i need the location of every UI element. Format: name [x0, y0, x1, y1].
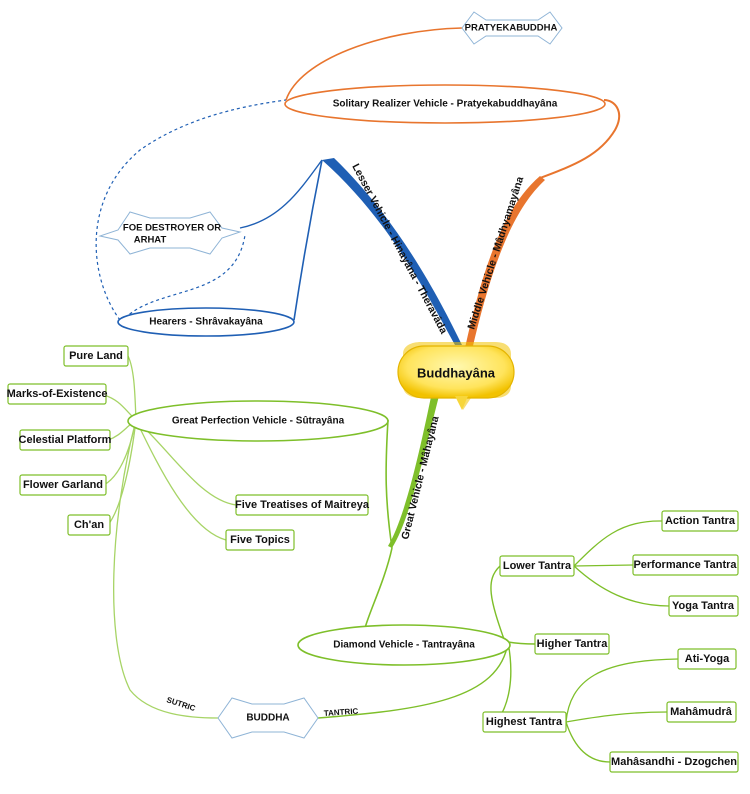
diamond-vehicle-node[interactable]: Diamond Vehicle - Tantrayâna — [297, 624, 511, 666]
ati-yoga-node[interactable]: Ati-Yoga — [677, 648, 737, 670]
great-vehicle-label: Great Vehicle - Mâhayâna — [399, 415, 441, 541]
performance-tantra-label: Performance Tantra — [633, 559, 737, 571]
pratyekabuddha-label: PRATYEKABUDDHA — [465, 23, 558, 34]
line-yoga — [573, 565, 670, 607]
chan-label: Ch'an — [74, 519, 104, 531]
line-mahasandhi — [565, 721, 611, 763]
highest-tantra-node[interactable]: Highest Tantra — [482, 711, 567, 733]
great-perfection-node[interactable]: Great Perfection Vehicle - Sûtrayâna — [127, 400, 389, 442]
pure-land-node[interactable]: Pure Land — [63, 345, 129, 367]
lesser-vehicle-branch — [322, 158, 462, 345]
five-treatises-node[interactable]: Five Treatises of Maitreya — [235, 494, 370, 516]
action-tantra-label: Action Tantra — [665, 515, 736, 527]
hearers-node[interactable]: Hearers - Shrâvakayâna — [117, 307, 295, 337]
marks-of-existence-label: Marks-of-Existence — [7, 388, 108, 400]
action-tantra-node[interactable]: Action Tantra — [661, 510, 739, 532]
great-vehicle-branch — [388, 392, 440, 548]
foe-destroyer-label-1: FOE DESTROYER OR — [123, 223, 221, 234]
line-five-topics — [135, 419, 227, 541]
buddha-node[interactable]: BUDDHA — [217, 697, 319, 739]
foe-destroyer-label-2: ARHAT — [134, 235, 167, 246]
flower-garland-node[interactable]: Flower Garland — [19, 474, 107, 496]
solitary-realizer-node[interactable]: Solitary Realizer Vehicle - Pratyekabudd… — [284, 84, 606, 124]
hearers-label: Hearers - Shrâvakayâna — [149, 317, 263, 328]
lower-tantra-node[interactable]: Lower Tantra — [499, 555, 575, 577]
mahasandhi-label: Mahâsandhi - Dzogchen — [611, 756, 737, 768]
pure-land-label: Pure Land — [69, 350, 123, 362]
yoga-tantra-label: Yoga Tantra — [672, 600, 735, 612]
celestial-platform-node[interactable]: Celestial Platform — [19, 429, 112, 451]
mahamudra-label: Mahâmudrâ — [670, 706, 733, 718]
foe-destroyer-connector — [239, 159, 323, 229]
diamond-connector — [364, 547, 393, 629]
celestial-platform-label: Celestial Platform — [19, 434, 112, 446]
central-topic-label: Buddhayâna — [417, 366, 496, 381]
line-sutric — [113, 419, 219, 719]
great-perfection-connector — [385, 419, 393, 549]
line-lower-tantra — [490, 565, 506, 643]
great-perfection-label: Great Perfection Vehicle - Sûtrayâna — [172, 416, 345, 427]
line-tantric — [317, 641, 509, 719]
five-treatises-label: Five Treatises of Maitreya — [235, 499, 370, 511]
pratyekabuddha-connector — [285, 27, 463, 101]
pratyekabuddha-node[interactable]: PRATYEKABUDDHA — [461, 11, 563, 45]
hearers-to-arhat-dashed — [124, 234, 246, 319]
five-topics-label: Five Topics — [230, 534, 290, 546]
solitary-realizer-label: Solitary Realizer Vehicle - Pratyekabudd… — [333, 99, 558, 110]
five-topics-node[interactable]: Five Topics — [225, 529, 295, 551]
highest-tantra-label: Highest Tantra — [486, 716, 563, 728]
chan-node[interactable]: Ch'an — [67, 514, 111, 536]
buddha-label: BUDDHA — [246, 713, 289, 724]
marks-of-existence-node[interactable]: Marks-of-Existence — [7, 383, 108, 405]
line-ati-yoga — [565, 658, 679, 723]
middle-vehicle-branch — [465, 176, 545, 350]
line-pure-land — [127, 355, 137, 421]
yoga-tantra-node[interactable]: Yoga Tantra — [668, 595, 739, 617]
mahamudra-node[interactable]: Mahâmudrâ — [666, 701, 737, 723]
mahasandhi-node[interactable]: Mahâsandhi - Dzogchen — [609, 751, 739, 773]
higher-tantra-node[interactable]: Higher Tantra — [534, 633, 610, 655]
central-topic[interactable]: Buddhayâna — [397, 342, 515, 410]
solitary-connector — [539, 99, 621, 179]
performance-tantra-node[interactable]: Performance Tantra — [632, 554, 739, 576]
middle-vehicle-label: Middle Vehicle - Mâdhyamayâna — [465, 175, 526, 331]
lesser-vehicle-label: Lesser Vehicle - Hinayâna - Theravâda — [349, 162, 449, 336]
line-performance — [573, 564, 634, 567]
sutric-label: SUTRIC — [165, 695, 196, 713]
line-action — [573, 520, 663, 567]
line-higher-tantra — [507, 641, 536, 645]
lower-tantra-label: Lower Tantra — [503, 560, 572, 572]
diamond-vehicle-label: Diamond Vehicle - Tantrayâna — [333, 640, 475, 651]
ati-yoga-label: Ati-Yoga — [685, 653, 730, 665]
line-mahamudra — [565, 711, 668, 723]
higher-tantra-label: Higher Tantra — [537, 638, 609, 650]
hearers-connector — [293, 159, 323, 321]
hearers-to-solitary-dashed — [95, 99, 287, 321]
line-chan — [107, 419, 137, 526]
foe-destroyer-node[interactable]: FOE DESTROYER OR ARHAT — [98, 211, 242, 255]
flower-garland-label: Flower Garland — [23, 479, 103, 491]
tantric-label: TANTRIC — [324, 707, 359, 718]
